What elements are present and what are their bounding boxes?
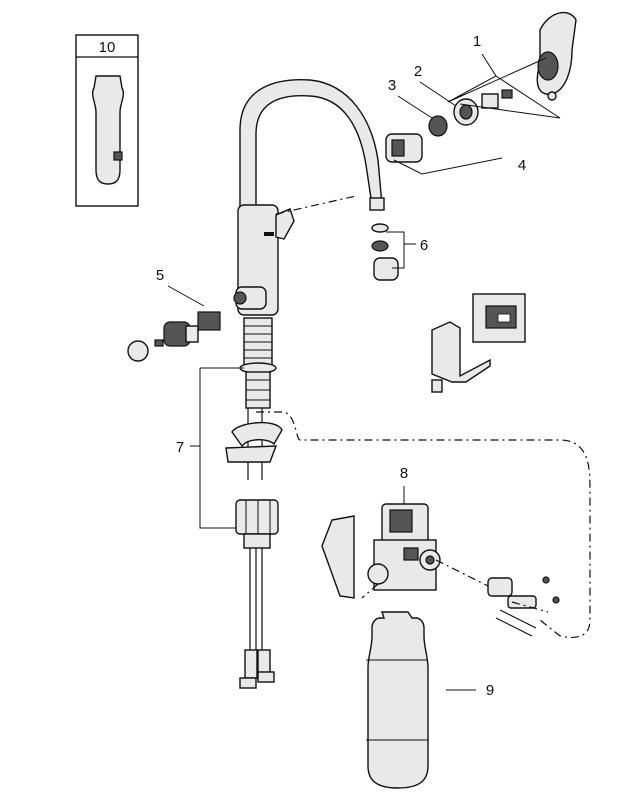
leader-lines	[167, 53, 561, 691]
label-5: 5	[156, 267, 164, 284]
filter-cartridge-part-9	[366, 611, 429, 789]
filter-cartridge-inset-image	[91, 75, 125, 185]
label-9: 9	[486, 682, 494, 699]
control-box-and-bracket	[431, 293, 526, 393]
label-7: 7	[176, 439, 184, 456]
cable-routing-dashed	[256, 195, 591, 639]
label-6: 6	[420, 237, 428, 254]
brand-logo-mark	[113, 151, 123, 161]
label-10: 10	[99, 39, 116, 56]
supply-hoses	[239, 548, 275, 689]
mounting-assembly	[239, 317, 277, 480]
horseshoe-plate	[225, 422, 283, 463]
aerator-parts	[371, 223, 399, 281]
inset-box-part-10: 10	[75, 34, 139, 207]
label-1: 1	[473, 33, 481, 50]
lower-mounting-nut	[235, 499, 279, 549]
faucet-body	[233, 204, 295, 316]
part-5-valve-assembly	[127, 311, 221, 362]
label-8: 8	[400, 465, 408, 482]
label-4: 4	[518, 157, 526, 174]
handle-cartridge-assembly	[385, 11, 577, 163]
filter-head-part-8	[321, 503, 441, 599]
label-2: 2	[414, 63, 422, 80]
label-3: 3	[388, 77, 396, 94]
hose-fittings	[487, 576, 560, 637]
